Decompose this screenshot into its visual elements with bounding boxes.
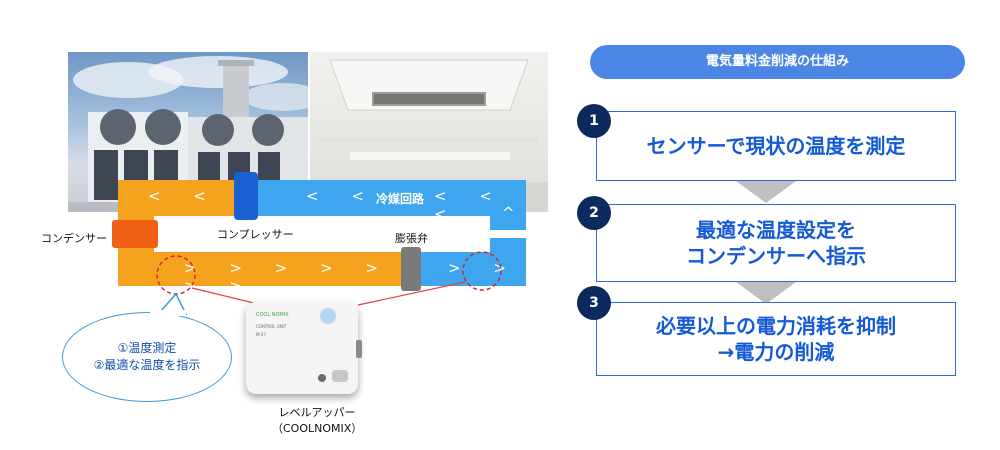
step-1-box: センサーで現状の温度を測定 [596,111,956,181]
up-arrow-icon: ^ [502,204,515,222]
expansion-valve-label: 膨張弁 [395,232,428,245]
step-2-line-2: コンデンサーへ指示 [686,244,866,268]
step-1-text: センサーで現状の温度を測定 [646,134,906,158]
expansion-valve-box [401,247,421,291]
step-3-line-2: →電力の削減 [717,340,835,364]
speech-line-1: ①温度測定 [117,341,177,355]
device-subtext: CONTROL UNIT [256,324,287,329]
device-caption: レベルアッパー （COOLNOMIX） [272,404,362,436]
device-button [332,370,348,382]
condenser-box [112,220,158,248]
arrow-down-icon [736,181,796,203]
device-connector [356,340,362,358]
pipe-chevrons: < < < [434,187,506,223]
device-logo-icon [320,308,336,324]
sensor-circle-left [156,255,196,295]
device-model-text: M-27 [256,332,266,337]
pipe-chevrons: < < [148,187,220,205]
speech-bubble [62,312,232,402]
refrigerant-circuit-label: 冷媒回路 [376,192,425,206]
top-orange-pipe: < < [118,180,238,216]
bottom-orange-pipe: > > > > > > > [118,252,403,295]
step-3-line-1: 必要以上の電力消耗を抑制 [656,314,896,338]
device-led-icon [318,374,326,382]
sensor-line-left [191,287,263,306]
sensor-connectors [156,251,502,315]
pipe-chevrons: > > > > > > > [184,259,392,295]
condenser-label: コンデンサー [41,232,107,245]
speech-tail-mask [150,310,186,316]
panel-title: 電気量料金削減の仕組み [590,45,965,79]
top-blue-pipe: < < 冷媒回路 < < < [258,180,526,223]
compressor-label: コンプレッサー [217,228,294,241]
step-2-line-1: 最適な温度設定を [696,218,856,242]
step-3-number: 3 [577,286,611,320]
sensor-line-right [357,281,466,306]
step-2-number: 2 [577,196,611,230]
pipe-chevrons: < < [306,187,378,205]
right-blue-pipe-upper: ^ [490,180,526,230]
speech-text: ①温度測定 ②最適な温度を指示 [62,340,232,374]
step-1-number: 1 [577,104,611,138]
device-model-label: （COOLNOMIX） [272,422,363,435]
compressor-box [234,172,258,220]
speech-line-2: ②最適な温度を指示 [93,358,201,372]
step-2-box: 最適な温度設定を コンデンサーへ指示 [596,204,956,282]
arrow-down-icon [736,282,796,304]
device-brand-text: COOL NOMIX [256,312,289,318]
device-name-label: レベルアッパー [278,406,356,419]
step-3-box: 必要以上の電力消耗を抑制 →電力の削減 [596,302,956,376]
coolnomix-device: COOL NOMIX CONTROL UNIT M-27 [246,302,358,394]
sensor-circle-right [462,251,502,291]
